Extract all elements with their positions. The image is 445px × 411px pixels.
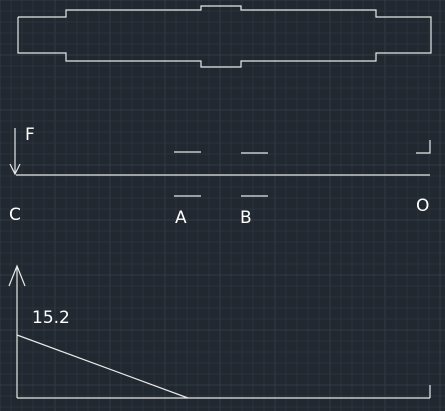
label-a: A xyxy=(175,208,187,228)
label-b: B xyxy=(240,208,252,228)
moment-diagram-axes xyxy=(8,264,431,399)
moment-line xyxy=(16,334,189,399)
force-arrow xyxy=(9,128,21,176)
support-a-symbol xyxy=(174,151,201,197)
support-b-symbol xyxy=(241,152,268,197)
moment-peak-label: 15.2 xyxy=(32,308,70,328)
label-c: C xyxy=(9,205,21,225)
force-label: F xyxy=(25,125,35,145)
shaft-outline xyxy=(17,5,432,68)
y-axis-arrowhead xyxy=(8,264,26,287)
label-o: O xyxy=(416,196,429,216)
end-o-marker xyxy=(416,140,431,154)
